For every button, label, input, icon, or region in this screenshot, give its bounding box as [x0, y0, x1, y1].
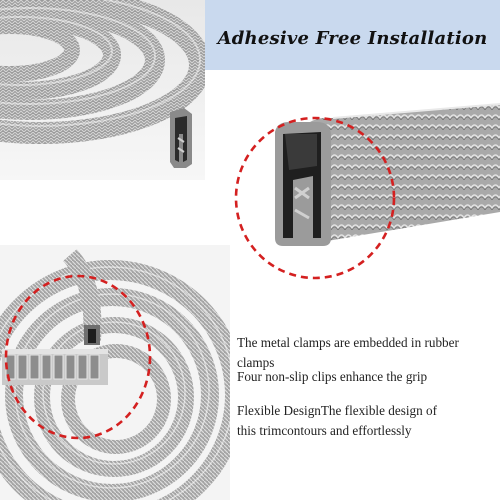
feature-metal-clamps: The metal clamps are embedded in rubber …: [237, 335, 459, 370]
highlight-circle: [234, 116, 396, 280]
highlight-circle: [4, 274, 152, 440]
banner-title: Adhesive Free Installation: [217, 27, 488, 49]
feature-flexible-design: Flexible DesignThe flexible design of th…: [237, 403, 437, 438]
feature-non-slip-clips: Four non-slip clips enhance the grip: [237, 369, 428, 384]
metal-clamp-coil-photo: [0, 245, 230, 500]
trim-profile-photo: [205, 70, 500, 280]
coiled-trim-photo: [0, 0, 205, 180]
title-banner: Adhesive Free Installation: [205, 0, 500, 70]
